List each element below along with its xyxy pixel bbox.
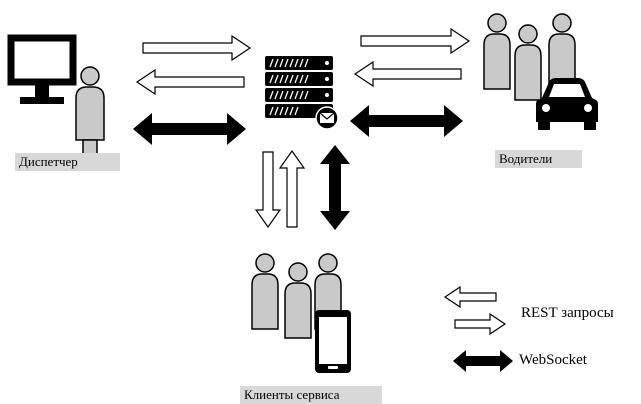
clients-group-with-phone-icon (251, 253, 351, 373)
rest-arrow-server-to-clients (254, 151, 282, 229)
websocket-arrow-dispatcher-server (133, 113, 246, 145)
clients-label: Клиенты сервиса (240, 386, 382, 404)
server-drivers-arrows (350, 27, 471, 137)
legend-websocket-arrow (453, 350, 513, 372)
websocket-arrow-server-drivers (350, 105, 463, 137)
legend-rest-arrow-right (454, 312, 507, 336)
server-clients-arrows (254, 145, 350, 230)
rest-arrow-drivers-to-server (353, 60, 462, 88)
dispatcher-at-computer-icon (7, 34, 105, 163)
rest-arrow-dispatcher-to-server (142, 34, 252, 62)
legend-rest-arrow-left (443, 285, 497, 309)
rest-arrow-server-to-drivers (360, 27, 471, 55)
dispatcher-server-arrows (133, 34, 252, 145)
dispatcher-label: Диспетчер (15, 153, 120, 171)
drivers-label: Водители (495, 150, 582, 168)
rest-arrow-clients-to-server (278, 149, 306, 228)
server-with-mail-icon (265, 56, 339, 130)
legend-rest-label: REST запросы (521, 305, 614, 321)
legend (443, 285, 513, 372)
drivers-group-with-car-icon (483, 13, 598, 130)
websocket-arrow-server-clients (320, 145, 350, 230)
legend-websocket-label: WebSocket (519, 352, 587, 368)
rest-arrow-server-to-dispatcher (135, 68, 245, 96)
